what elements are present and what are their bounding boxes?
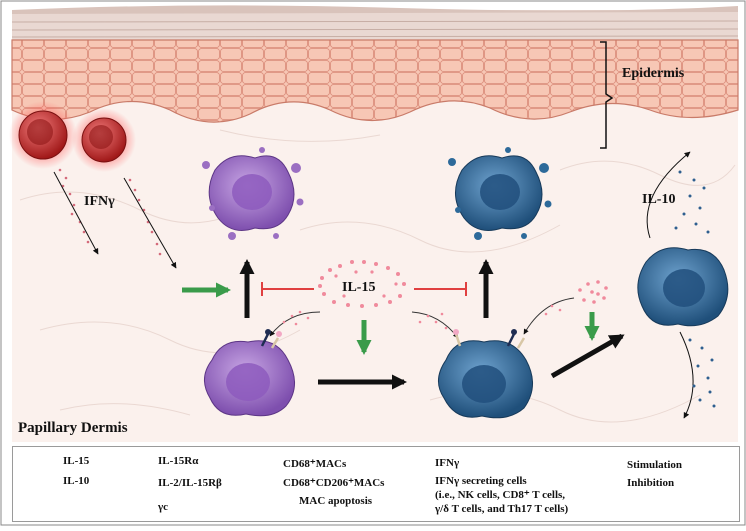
epidermis-bracket [600,41,614,149]
legend-il10: IL-10 [63,475,90,487]
ifng-arrow-2 [123,177,177,269]
stratum-corneum [12,10,738,40]
il10-producing-mac [637,247,729,327]
ifng-secreting-cell-2 [72,108,136,172]
ifng-secreting-cell-1 [9,101,77,169]
legend: IL-15 IL-10 IL-15Rα IL-2/IL-15Rβ γc CD68… [12,446,740,522]
epidermis-label: Epidermis [622,66,685,81]
il10-label: IL-10 [642,192,676,207]
legend-inhibition: Inhibition [627,477,675,489]
cd68-cd206-mac-bottom [438,329,533,419]
inhibition-right [414,282,467,296]
papillary-dermis-label: Papillary Dermis [18,420,128,436]
cd68-mac-bottom [204,329,295,417]
legend-ifng: IFNγ [435,457,460,469]
il15-label: IL-15 [342,280,376,295]
legend-il15ra: IL-15Rα [158,455,199,467]
legend-ifng-cells-line1: IFNγ secreting cells [435,475,527,487]
inhibition-left [261,282,314,296]
legend-yc: γc [158,501,169,513]
legend-il2r: IL-2/IL-15Rβ [158,477,222,489]
legend-cd68-macs: CD68⁺MACs [283,458,347,470]
legend-cd68-cd206-macs: CD68⁺CD206⁺MACs [283,477,385,489]
ifng-arrow-1 [53,171,99,255]
il15-cloud-small [578,280,608,304]
legend-ifng-cells-line2: (i.e., NK cells, CD8⁺ T cells, [435,489,566,501]
legend-il15: IL-15 [63,455,90,467]
ifng-stream-2 [128,178,162,256]
epidermis-layer [11,39,739,123]
il10-producing-arrow [550,333,625,379]
legend-ifng-cells-line3: γ/δ T cells, and Th17 T cells) [435,503,569,515]
il15-cloud [318,260,406,308]
apoptotic-cd68-cd206-mac [448,147,552,240]
ifng-label: IFNγ [84,194,115,209]
il10-curve-up [646,151,691,239]
legend-mac-apoptosis: MAC apoptosis [299,495,373,507]
il10-curve-down [679,331,694,419]
apoptotic-cd68-mac [202,147,304,240]
legend-stimulation: Stimulation [627,459,683,471]
